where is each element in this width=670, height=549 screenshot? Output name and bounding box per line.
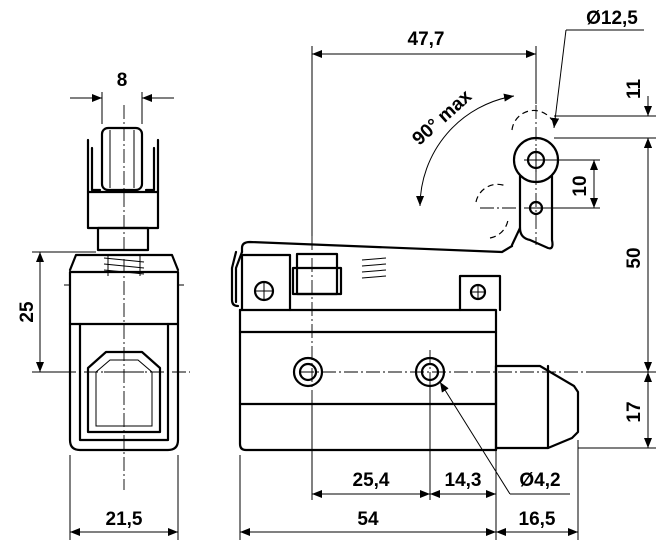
dim-body-height-side: 25 (17, 301, 38, 323)
dim-operating-height: 50 (624, 247, 645, 268)
dim-hole-to-edge: 14,3 (445, 470, 482, 491)
dim-angle: 90° max (409, 86, 477, 150)
dim-hole-spacing: 25,4 (353, 470, 390, 491)
front-view (230, 105, 620, 452)
dim-roller-diameter: Ø12,5 (586, 8, 638, 29)
front-view-dimensions: 47,7 Ø12,5 11 10 50 17 90° max (239, 8, 656, 540)
dim-plunger-height: 17 (624, 401, 645, 422)
dim-plunger-length: 16,5 (519, 509, 556, 530)
dim-roller-offset: 11 (624, 79, 645, 100)
side-view-dimensions: 8 25 21,5 (17, 70, 179, 540)
roller-travel-ghost (475, 109, 553, 239)
dim-body-length: 54 (357, 509, 379, 530)
dim-lever-length: 47,7 (408, 29, 445, 50)
dim-roller-width: 8 (117, 70, 128, 91)
dim-hole-diameter: Ø4,2 (519, 470, 560, 491)
dim-roller-spacing: 10 (570, 175, 591, 196)
dim-body-width-side: 21,5 (106, 509, 143, 530)
side-view (40, 105, 190, 490)
